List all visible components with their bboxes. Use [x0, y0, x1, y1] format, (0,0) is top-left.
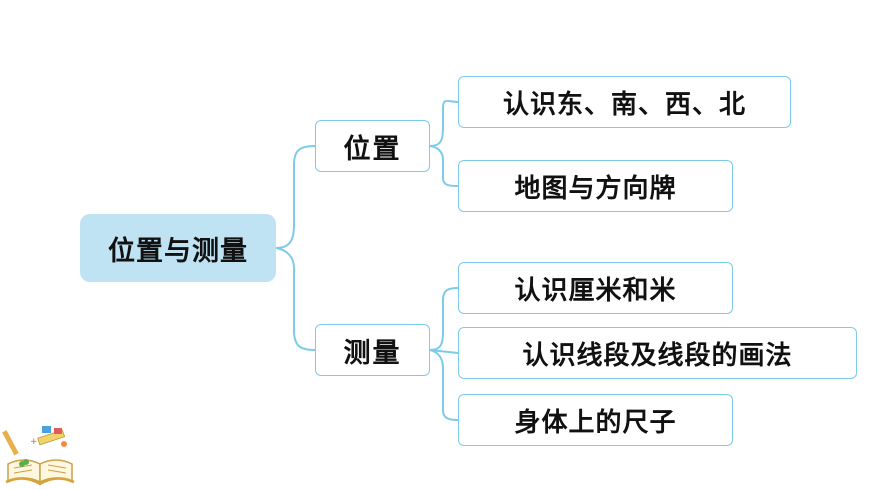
branch-1-brace	[429, 99, 459, 187]
branch-node-position: 位置	[315, 120, 430, 172]
leaf-node-directions: 认识东、南、西、北	[458, 76, 791, 128]
leaf-node-body-ruler: 身体上的尺子	[458, 394, 733, 446]
svg-text:+: +	[30, 437, 38, 447]
book-with-ruler-and-pencil-icon: +	[2, 426, 75, 486]
leaf-node-map-and-signs: 地图与方向牌	[458, 160, 733, 212]
leaf-node-cm-and-m: 认识厘米和米	[458, 262, 733, 314]
leaf-node-line-segments: 认识线段及线段的画法	[458, 327, 857, 379]
root-node: 位置与测量	[80, 214, 276, 282]
branch-node-measurement: 测量	[315, 324, 430, 376]
root-brace	[275, 145, 316, 351]
branch-2-brace	[429, 287, 459, 421]
